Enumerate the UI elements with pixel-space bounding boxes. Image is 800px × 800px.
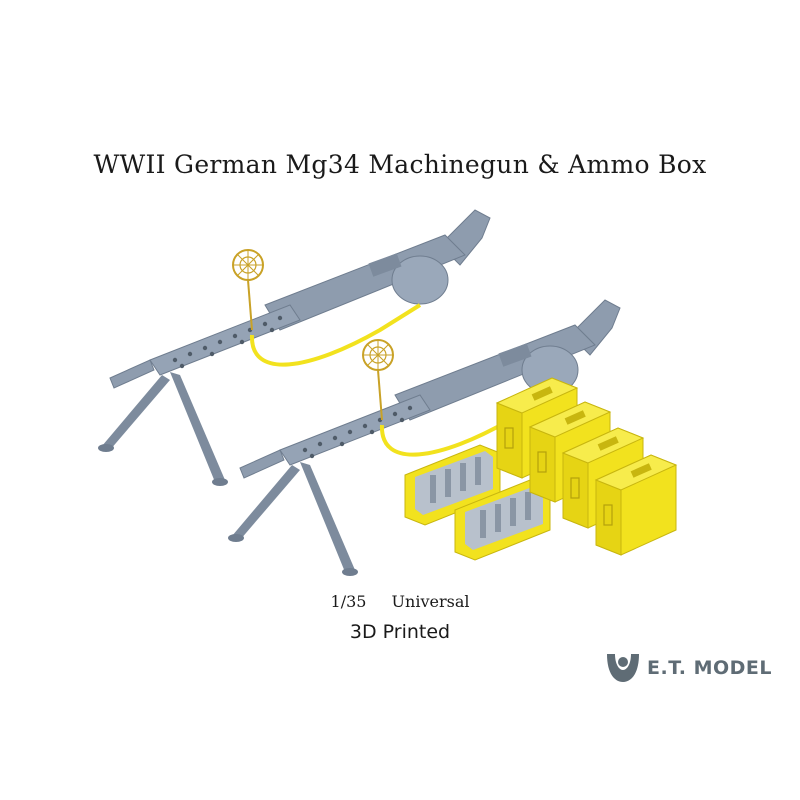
- brand-mark-icon: [607, 654, 639, 682]
- brand-name: E.T. MODEL: [647, 657, 773, 679]
- print-method: 3D Printed: [349, 621, 451, 643]
- brand-logo: E.T. MODEL: [605, 648, 772, 688]
- scale-line: 1/35 Universal: [0, 592, 800, 611]
- scale-value: 1/35: [330, 592, 367, 611]
- fit-value: Universal: [391, 592, 470, 611]
- product-title: WWII German Mg34 Machinegun & Ammo Box: [93, 150, 707, 179]
